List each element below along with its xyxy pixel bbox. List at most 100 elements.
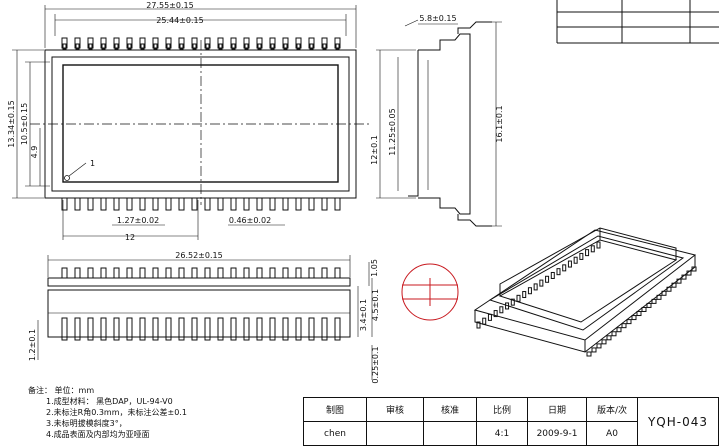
- side-view-lead-top: [457, 21, 492, 34]
- dim-top-inner: 25.44±0.15: [156, 16, 203, 25]
- top-pin: [204, 37, 211, 49]
- front-pin-lower: [87, 317, 94, 341]
- bottom-pin: [87, 197, 94, 211]
- dim-front-1-2: 1.2±0.1: [28, 329, 37, 361]
- top-pin-tip: [127, 43, 132, 50]
- top-pin-tip: [231, 43, 236, 50]
- note-line-2: 2.未标注R角0.3mm，未标注公差±0.1: [46, 408, 187, 417]
- front-pin-lower: [165, 317, 172, 341]
- front-pin-upper: [334, 267, 341, 279]
- top-pin: [165, 37, 172, 49]
- front-pin-upper: [139, 267, 146, 279]
- dim-front-width: 26.52±0.15: [175, 251, 222, 260]
- dim-front-3-4: 3.4±0.1: [359, 299, 368, 331]
- iso-pin-left: [562, 264, 567, 272]
- tb-header-approved: 核准: [423, 397, 477, 422]
- front-pin-upper: [204, 267, 211, 279]
- front-pin-lower: [191, 317, 198, 341]
- top-pin-tip: [101, 43, 106, 50]
- front-pin-upper: [61, 267, 68, 279]
- tb-header-checked: 审核: [366, 397, 424, 422]
- iso-pin-left: [539, 279, 544, 287]
- tb-scale: 4:1: [476, 421, 528, 446]
- top-pin: [100, 37, 107, 49]
- iso-pin-left: [533, 283, 538, 291]
- iso-pin-left: [573, 256, 578, 264]
- front-pin-lower: [230, 317, 237, 341]
- iso-pin-left: [550, 271, 555, 279]
- front-view-top-band: [47, 277, 351, 287]
- iso-pin-left: [596, 241, 601, 249]
- iso-pin-left: [522, 291, 527, 299]
- front-pin-upper: [87, 267, 94, 279]
- front-view-body: [47, 289, 351, 338]
- top-pin-tip: [309, 43, 314, 50]
- top-pin: [74, 37, 81, 49]
- top-pin: [295, 37, 302, 49]
- iso-pin-right: [636, 311, 642, 317]
- front-pin-lower: [282, 317, 289, 341]
- top-pins-row-upper: [61, 37, 341, 50]
- front-pin-upper: [191, 267, 198, 279]
- front-pin-upper: [321, 267, 328, 279]
- top-pin: [113, 37, 120, 49]
- top-pin: [256, 37, 263, 49]
- bottom-pin: [256, 197, 263, 211]
- top-pin: [178, 37, 185, 49]
- side-view-left-wall: [408, 50, 419, 197]
- iso-pin-right: [606, 335, 612, 341]
- front-pin-upper: [256, 267, 263, 279]
- dim-left-10-5: 10.5±0.15: [20, 103, 29, 145]
- bottom-pin: [126, 197, 133, 211]
- tb-header-version: 版本/次: [586, 397, 638, 422]
- top-pin-tip: [283, 43, 288, 50]
- front-pin-lower: [334, 317, 341, 341]
- front-pin-lower: [100, 317, 107, 341]
- front-pin-upper: [113, 267, 120, 279]
- dim-left-4-9: 4.9: [30, 146, 39, 159]
- top-pin: [191, 37, 198, 49]
- front-pin-upper: [230, 267, 237, 279]
- iso-base-front: [474, 310, 586, 353]
- drawing-notes: 备注： 单位：mm 1.成型材料： 黑色DAP，UL-94-V0 2.未标注R角…: [28, 385, 187, 440]
- tb-date: 2009-9-1: [527, 421, 587, 446]
- dim-pin-width: 0.46±0.02: [229, 216, 271, 225]
- note-line-1: 1.成型材料： 黑色DAP，UL-94-V0: [46, 397, 173, 406]
- front-pin-upper: [152, 267, 159, 279]
- iso-pin-right: [626, 319, 632, 325]
- iso-pin-left: [556, 268, 561, 276]
- isometric-view: [473, 227, 697, 357]
- iso-pin-right: [621, 323, 627, 329]
- tb-drawn-by: chen: [303, 421, 367, 446]
- top-pin-tip: [153, 43, 158, 50]
- bottom-pin: [308, 197, 315, 211]
- bottom-pin: [334, 197, 341, 211]
- note-line-3: 3.未标明拔模斜度3°，: [46, 419, 127, 428]
- top-pin: [282, 37, 289, 49]
- front-pin-lower: [152, 317, 159, 341]
- title-block: 制图 审核 核准 比例 日期 版本/次 YQH-043 chen 4:1 200…: [303, 397, 719, 446]
- top-view-cavity: [62, 64, 339, 183]
- iso-base: [473, 229, 697, 341]
- top-pin-tip: [114, 43, 119, 50]
- front-pin-upper: [269, 267, 276, 279]
- iso-pin-left: [590, 245, 595, 253]
- dim-side-11-25: 11.25±0.05: [388, 108, 397, 155]
- bottom-pin: [204, 197, 211, 211]
- iso-pin-right: [651, 298, 657, 304]
- bottom-pin: [243, 197, 250, 211]
- front-pin-upper: [165, 267, 172, 279]
- tb-checked-by: [366, 421, 424, 446]
- bottom-pin: [152, 197, 159, 211]
- side-view-lead-bottom: [457, 214, 492, 227]
- top-pin: [152, 37, 159, 49]
- bottom-pin: [282, 197, 289, 211]
- dim-front-1-05: 1.05: [370, 259, 379, 277]
- iso-pin-left: [527, 287, 532, 295]
- top-pin-tip: [179, 43, 184, 50]
- front-pin-upper: [100, 267, 107, 279]
- iso-pin-left: [567, 260, 572, 268]
- bottom-pin: [100, 197, 107, 211]
- front-pin-lower: [321, 317, 328, 341]
- pin1-marker: [64, 175, 70, 181]
